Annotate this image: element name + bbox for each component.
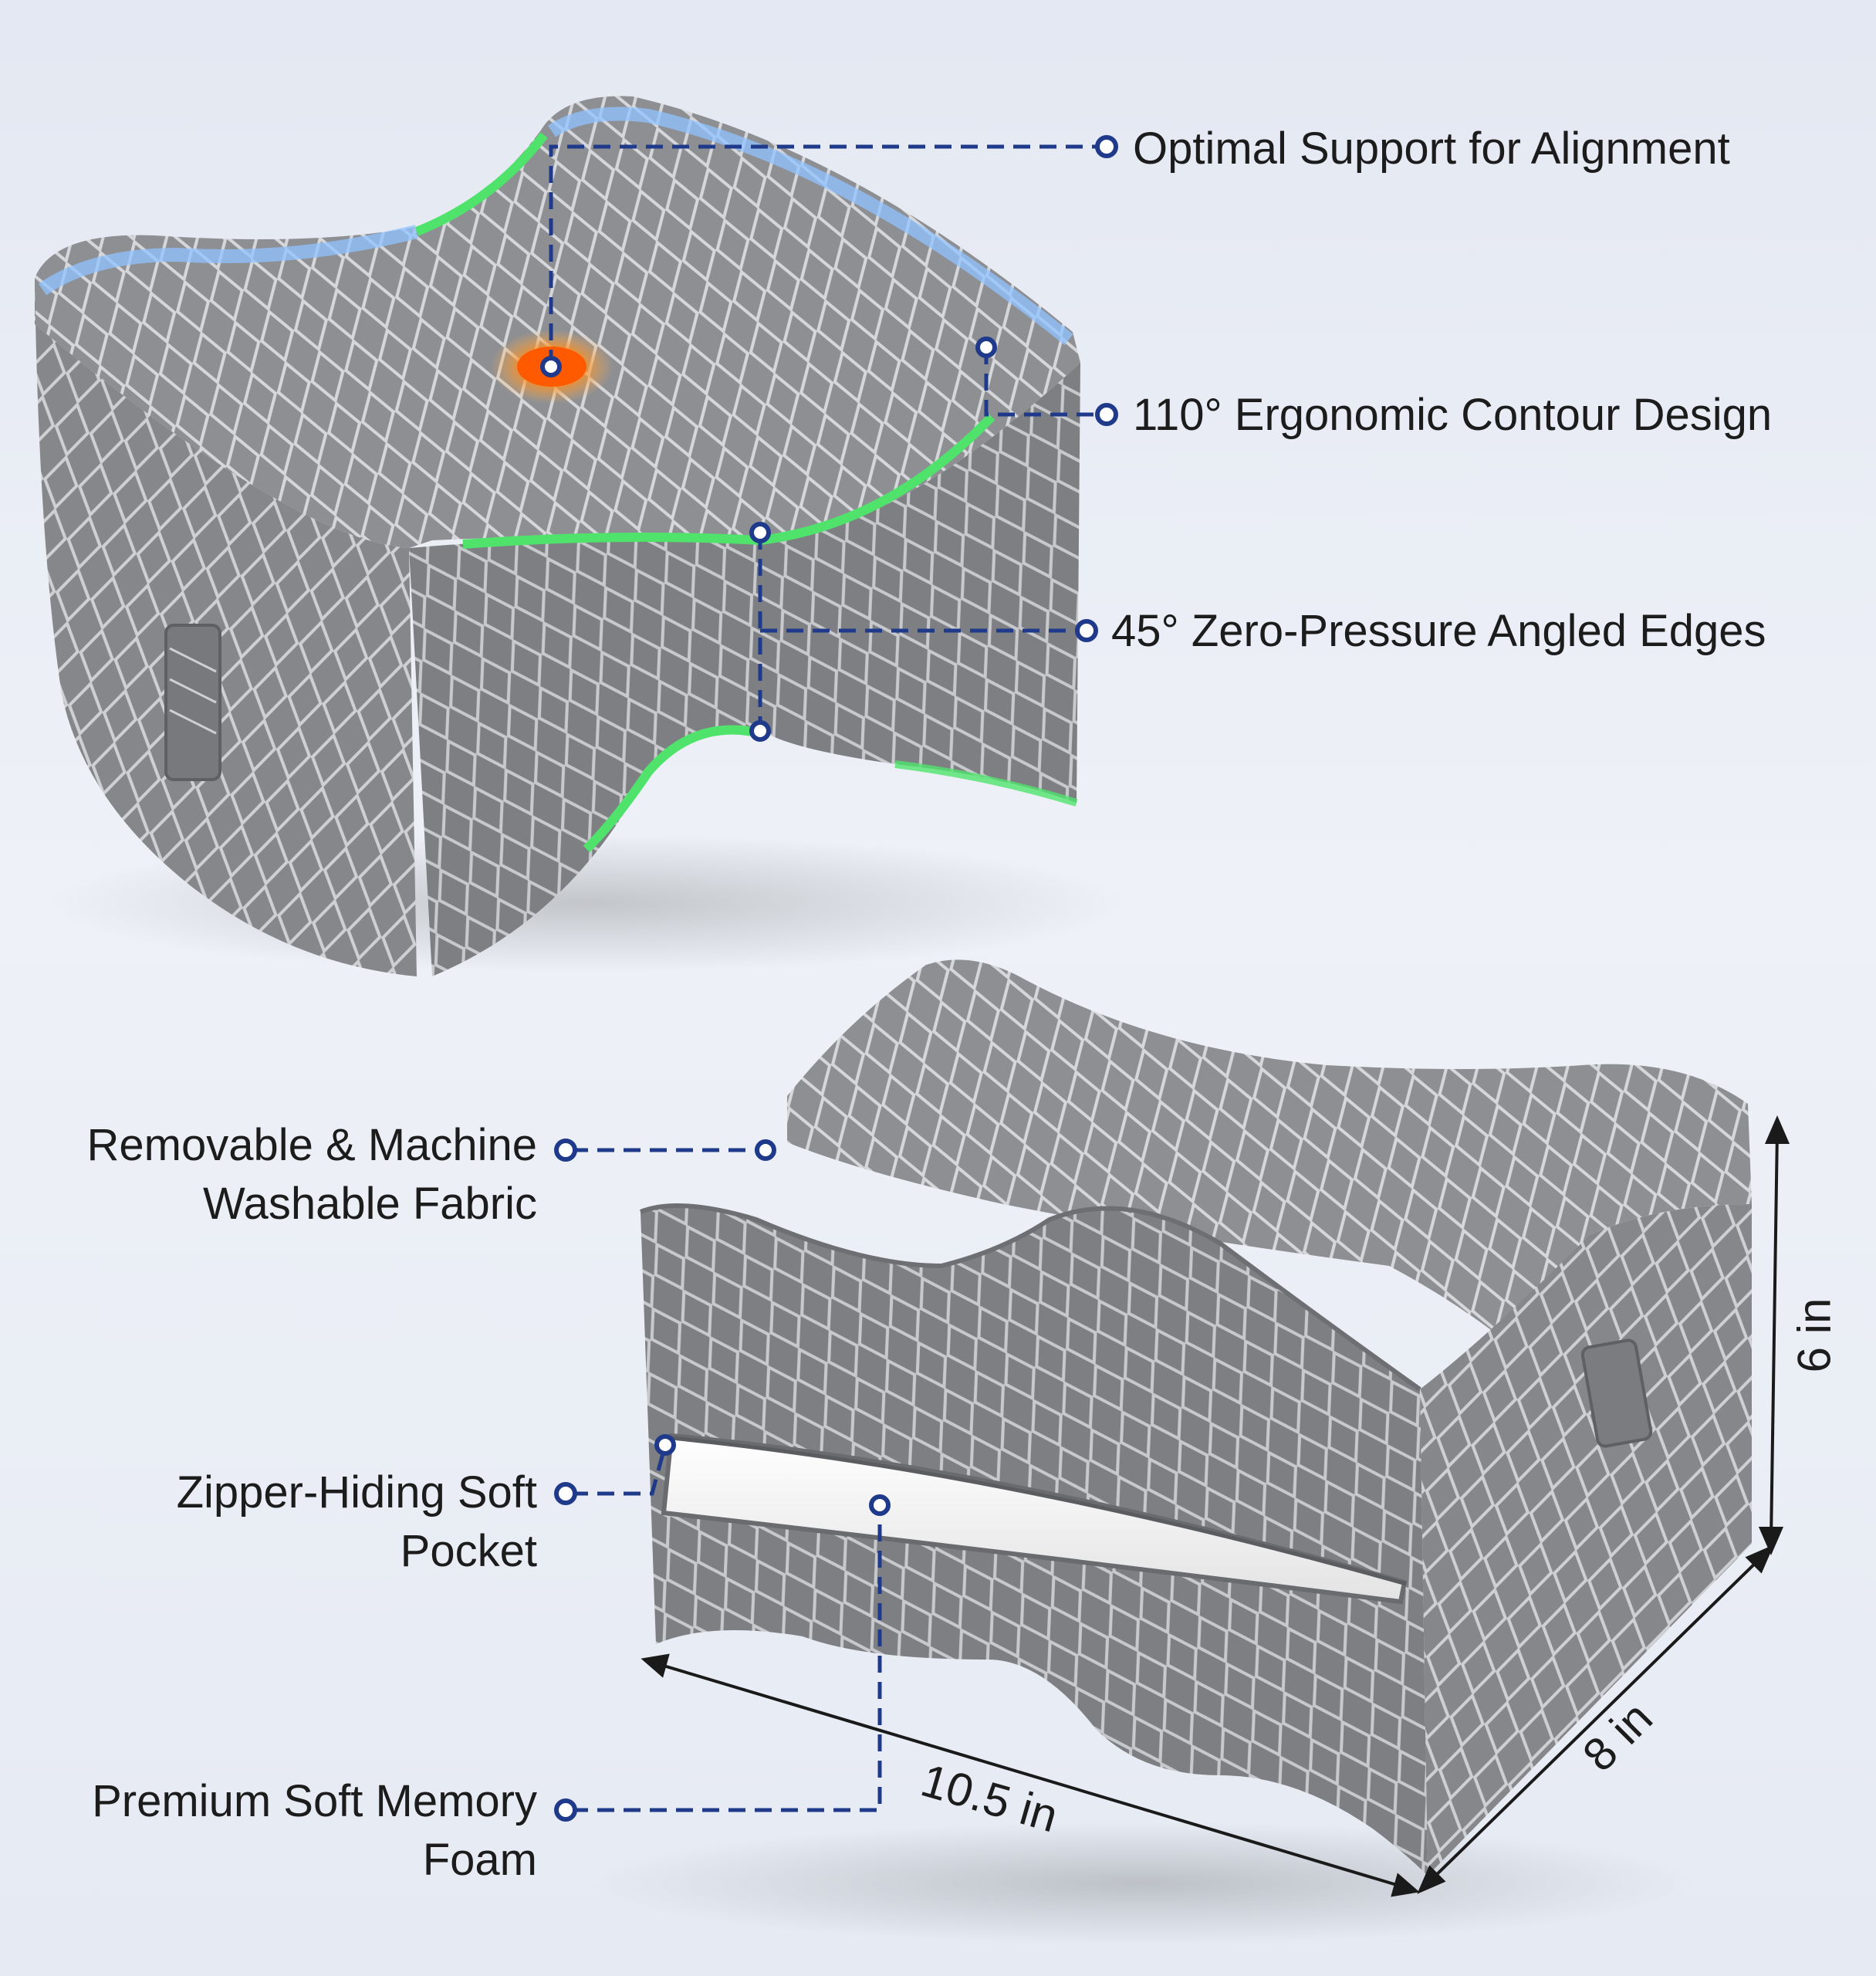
contour-glow-top	[414, 132, 548, 236]
label-memory-foam-line2: Foam	[422, 1835, 537, 1885]
memory-foam-insert	[661, 1433, 1408, 1605]
label-washable-fabric-line2: Washable Fabric	[202, 1179, 537, 1229]
label-contour-design: 110° Ergonomic Contour Design	[1133, 390, 1773, 440]
ring-dot-icon	[755, 1139, 776, 1161]
top-glow-right	[548, 107, 1073, 346]
callout-line-contour-design	[984, 347, 1096, 417]
ring-dot-icon	[554, 1798, 577, 1822]
ring-dot-icon	[975, 337, 997, 358]
ring-dot-icon	[654, 1434, 676, 1456]
label-memory-foam: Premium Soft Memory Foam	[92, 1772, 537, 1890]
ring-dot-icon	[540, 356, 562, 377]
ring-dot-icon	[1095, 135, 1118, 158]
ring-dot-icon	[869, 1494, 891, 1516]
top-pillow-handle	[164, 624, 221, 781]
callout-line-angled-edges	[758, 533, 1077, 729]
ring-dot-icon	[554, 1482, 577, 1505]
label-memory-foam-line1: Premium Soft Memory	[92, 1776, 537, 1826]
top-pillow-top-surface	[35, 96, 1080, 548]
label-zipper-pocket-line1: Zipper-Hiding Soft	[176, 1467, 537, 1518]
label-optimal-support: Optimal Support for Alignment	[1133, 124, 1730, 174]
ring-dot-icon	[1075, 619, 1098, 642]
dimension-arrows	[641, 1115, 1790, 1897]
callout-line-zipper-pocket	[571, 1444, 668, 1496]
bottom-pillow	[586, 959, 1752, 1945]
top-pillow-front-side	[409, 363, 1080, 976]
double-arrow-icon	[1426, 1554, 1765, 1885]
bottom-pillow-handle	[1580, 1338, 1653, 1448]
ring-dot-icon	[749, 720, 771, 742]
double-arrow-icon	[1770, 1130, 1779, 1541]
callout-line-memory-foam	[571, 1505, 882, 1812]
ring-dot-icon	[554, 1139, 577, 1162]
top-pillow	[35, 96, 1127, 976]
bottom-pillow-right-side	[1420, 1204, 1752, 1876]
label-zipper-pocket: Zipper-Hiding Soft Pocket	[177, 1463, 537, 1581]
callout-lines	[549, 144, 1096, 1812]
label-angled-edges: 45° Zero-Pressure Angled Edges	[1111, 606, 1766, 656]
contour-glow-bottom	[583, 725, 762, 853]
callout-line-optimal-support	[549, 144, 1096, 367]
top-pillow-left-side	[35, 278, 417, 976]
dimension-height: 6 in	[1788, 1298, 1841, 1373]
top-glow-left	[38, 225, 419, 296]
label-zipper-pocket-line2: Pocket	[400, 1526, 537, 1576]
ring-dot-icon	[1095, 403, 1118, 426]
ring-dot-icon	[749, 522, 771, 543]
label-washable-fabric: Removable & Machine Washable Fabric	[86, 1116, 537, 1233]
callout-markers	[540, 135, 1118, 1822]
double-arrow-icon	[655, 1662, 1405, 1889]
label-washable-fabric-line1: Removable & Machine	[86, 1120, 537, 1170]
